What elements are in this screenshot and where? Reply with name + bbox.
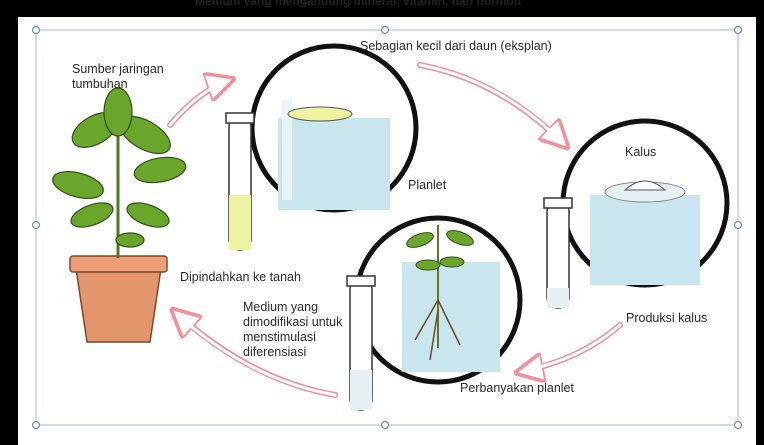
propagation-label: Perbanyakan planlet bbox=[460, 381, 574, 396]
transfer-label: Dipindahkan ke tanah bbox=[180, 270, 301, 285]
plant-icon bbox=[50, 88, 188, 342]
planlet-label: Planlet bbox=[408, 178, 446, 193]
medium-label: Medium yang dimodifikasi untuk menstimul… bbox=[243, 300, 342, 360]
callus-production-label: Produksi kalus bbox=[626, 311, 707, 326]
source-label: Sumber jaringan tumbuhan bbox=[72, 62, 164, 92]
callus-label: Kalus bbox=[625, 145, 656, 160]
explant-label: Sebagian kecil dari daun (eksplan) bbox=[360, 39, 552, 54]
